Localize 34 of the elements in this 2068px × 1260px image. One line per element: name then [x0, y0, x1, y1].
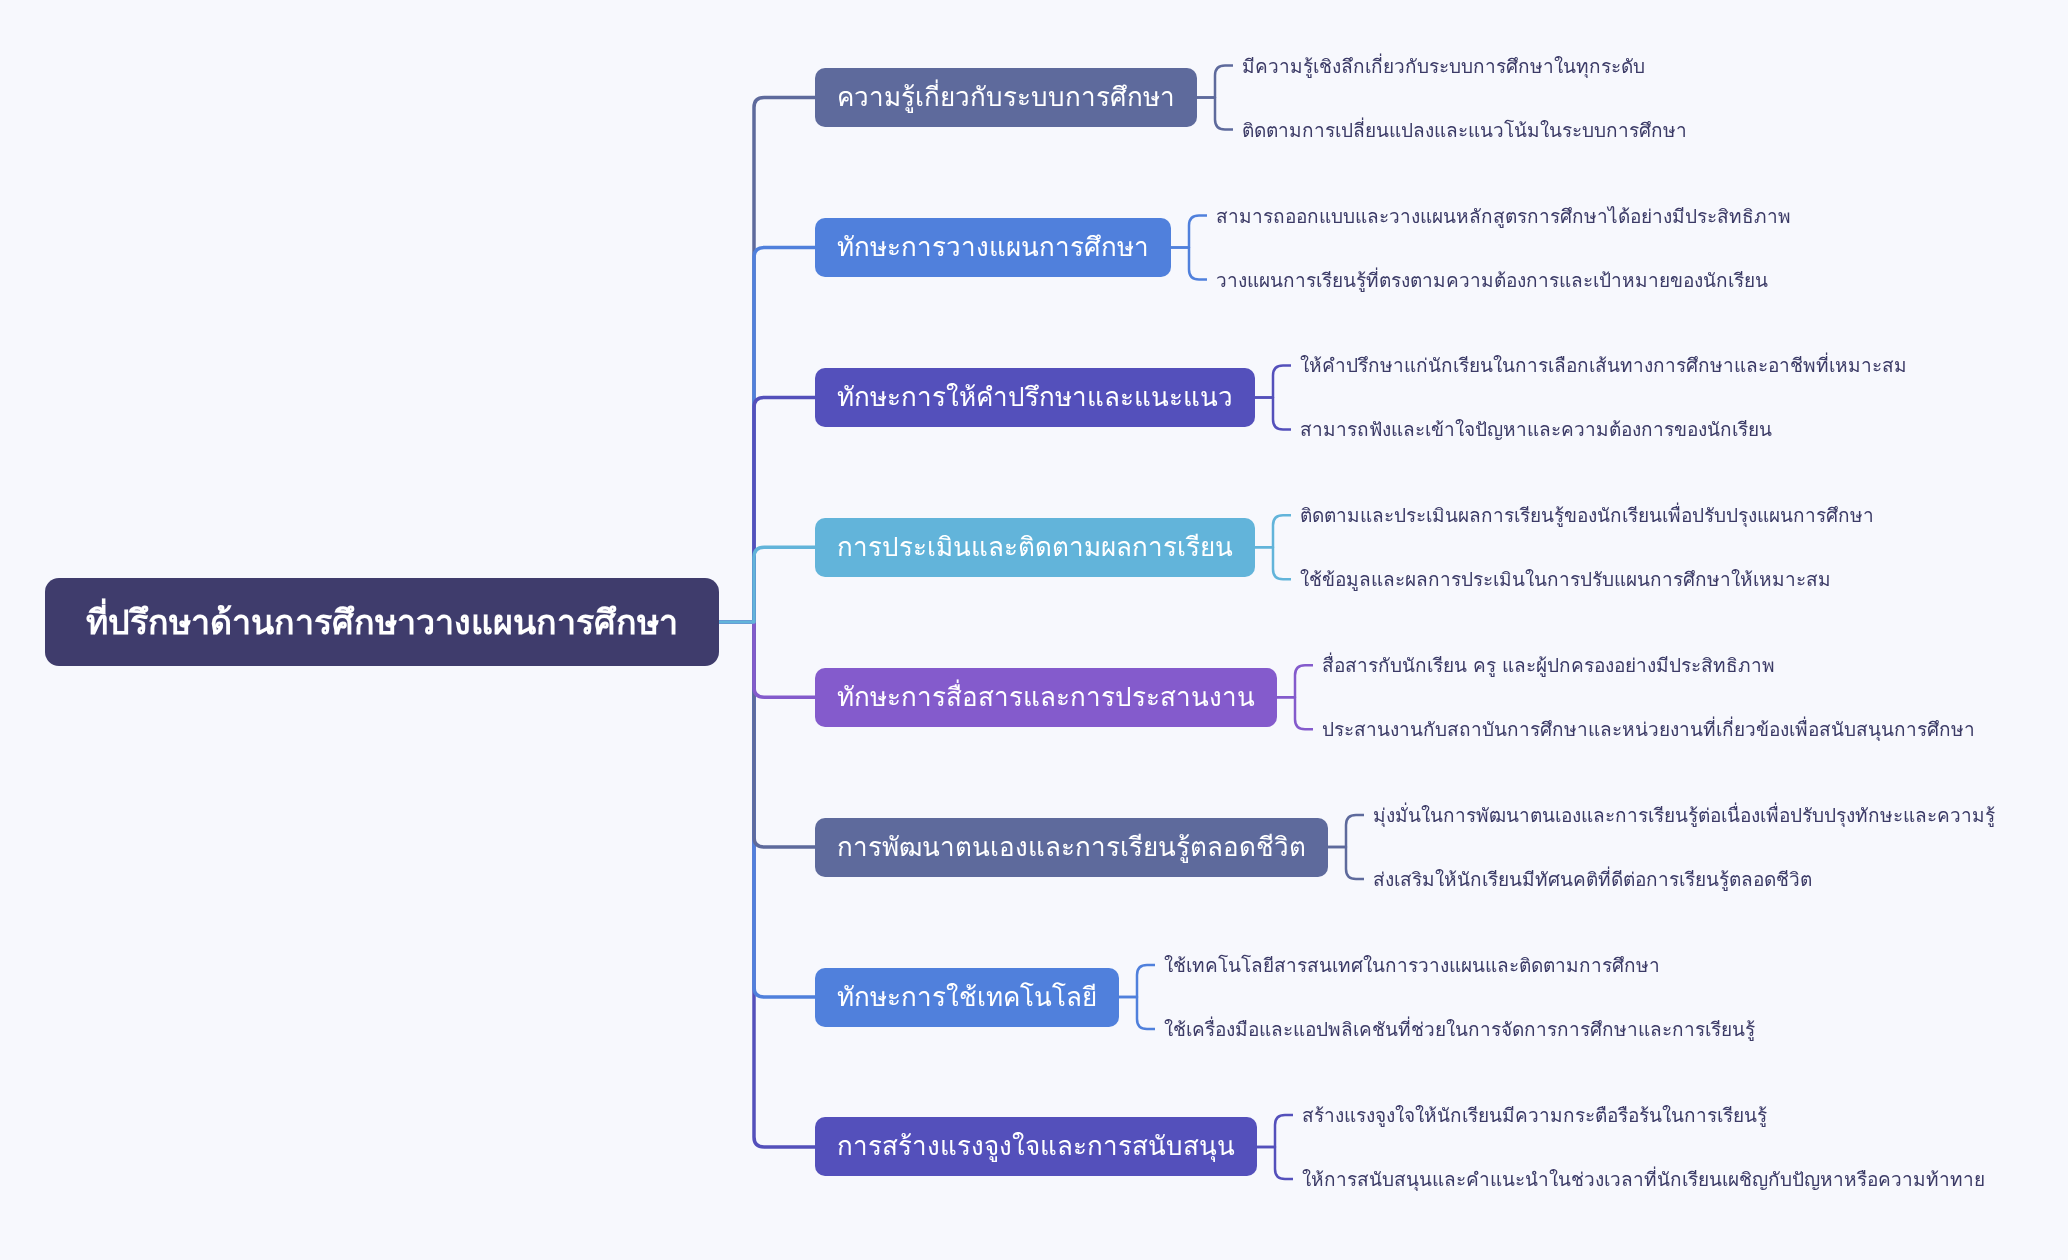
subtopic-text: ติดตามการเปลี่ยนแปลงและแนวโน้มในระบบการศึกษา	[1233, 115, 1687, 144]
branch-topic: ทักษะการวางแผนการศึกษา	[815, 218, 1171, 277]
subtopic-text: สื่อสารกับนักเรียน ครู และผู้ปกครองอย่างมีประสิทธิภาพ	[1313, 651, 1776, 680]
subtopic-text: มุ่งมั่นในการพัฒนาตนเองและการเรียนรู้ต่อเนื่องเพื่อปรับปรุงทักษะและความรู้	[1364, 801, 1995, 830]
subtopic-text: ติดตามและประเมินผลการเรียนรู้ของนักเรียนเพื่อปรับปรุงแผนการศึกษา	[1291, 501, 1874, 530]
branch-topic: การสร้างแรงจูงใจและการสนับสนุน	[815, 1117, 1257, 1177]
subtopic-text: ให้คำปรึกษาแก่นักเรียนในการเลือกเส้นทางการศึกษาและอาชีพที่เหมาะสม	[1291, 351, 1907, 380]
subtopic-text: ใช้ข้อมูลและผลการประเมินในการปรับแผนการศึกษาให้เหมาะสม	[1291, 565, 1831, 594]
branch-topic: ทักษะการใช้เทคโนโลยี	[815, 967, 1119, 1027]
subtopic-text: ส่งเสริมให้นักเรียนมีทัศนคติที่ดีต่อการเรียนรู้ตลอดชีวิต	[1364, 865, 1812, 894]
connector-line	[719, 545, 815, 624]
subtopic-text: สามารถออกแบบและวางแผนหลักสูตรการศึกษาได้อย่างมีประสิทธิภาพ	[1207, 201, 1791, 230]
branch-topic: ทักษะการสื่อสารและการประสานงาน	[815, 667, 1277, 727]
subtopic-text: ใช้เทคโนโลยีสารสนเทศในการวางแผนและติดตามการศึกษา	[1155, 951, 1660, 979]
connector-line	[1277, 695, 1313, 731]
connector-line	[1171, 246, 1207, 281]
connector-line	[1119, 995, 1155, 1031]
branch-topic: ทักษะการให้คำปรึกษาและแนะแนว	[815, 367, 1255, 427]
connector-line	[1257, 1145, 1293, 1181]
subtopic-text: ประสานงานกับสถาบันการศึกษาและหน่วยงานที่เกี่ยวข้องเพื่อสนับสนุนการศึกษา	[1313, 715, 1975, 744]
branch-topic: การพัฒนาตนเองและการเรียนรู้ตลอดชีวิต	[815, 817, 1328, 877]
branch-topic: ความรู้เกี่ยวกับระบบการศึกษา	[815, 68, 1197, 128]
subtopic-text: ใช้เครื่องมือและแอปพลิเคชันที่ช่วยในการจัดการการศึกษาและการเรียนรู้	[1155, 1015, 1755, 1043]
subtopic-text: สร้างแรงจูงใจให้นักเรียนมีความกระตือรือร้นในการเรียนรู้	[1293, 1100, 1767, 1129]
subtopic-text: มีความรู้เชิงลึกเกี่ยวกับระบบการศึกษาในทุกระดับ	[1233, 51, 1645, 80]
connector-line	[1328, 845, 1364, 881]
subtopic-text: วางแผนการเรียนรู้ที่ตรงตามความต้องการและเป้าหมายของนักเรียน	[1207, 265, 1768, 294]
connector-line	[1197, 96, 1233, 131]
connector-line	[1255, 546, 1291, 581]
branch-topic: การประเมินและติดตามผลการเรียน	[815, 517, 1255, 577]
central-topic: ที่ปรึกษาด้านการศึกษาวางแผนการศึกษา	[45, 578, 719, 666]
subtopic-text: สามารถฟังและเข้าใจปัญหาและความต้องการของนักเรียน	[1291, 415, 1772, 444]
connector-line	[1255, 396, 1291, 431]
subtopic-text: ให้การสนับสนุนและคำแนะนำในช่วงเวลาที่นักเรียนเผชิญกับปัญหาหรือความท้าทาย	[1293, 1164, 1985, 1193]
